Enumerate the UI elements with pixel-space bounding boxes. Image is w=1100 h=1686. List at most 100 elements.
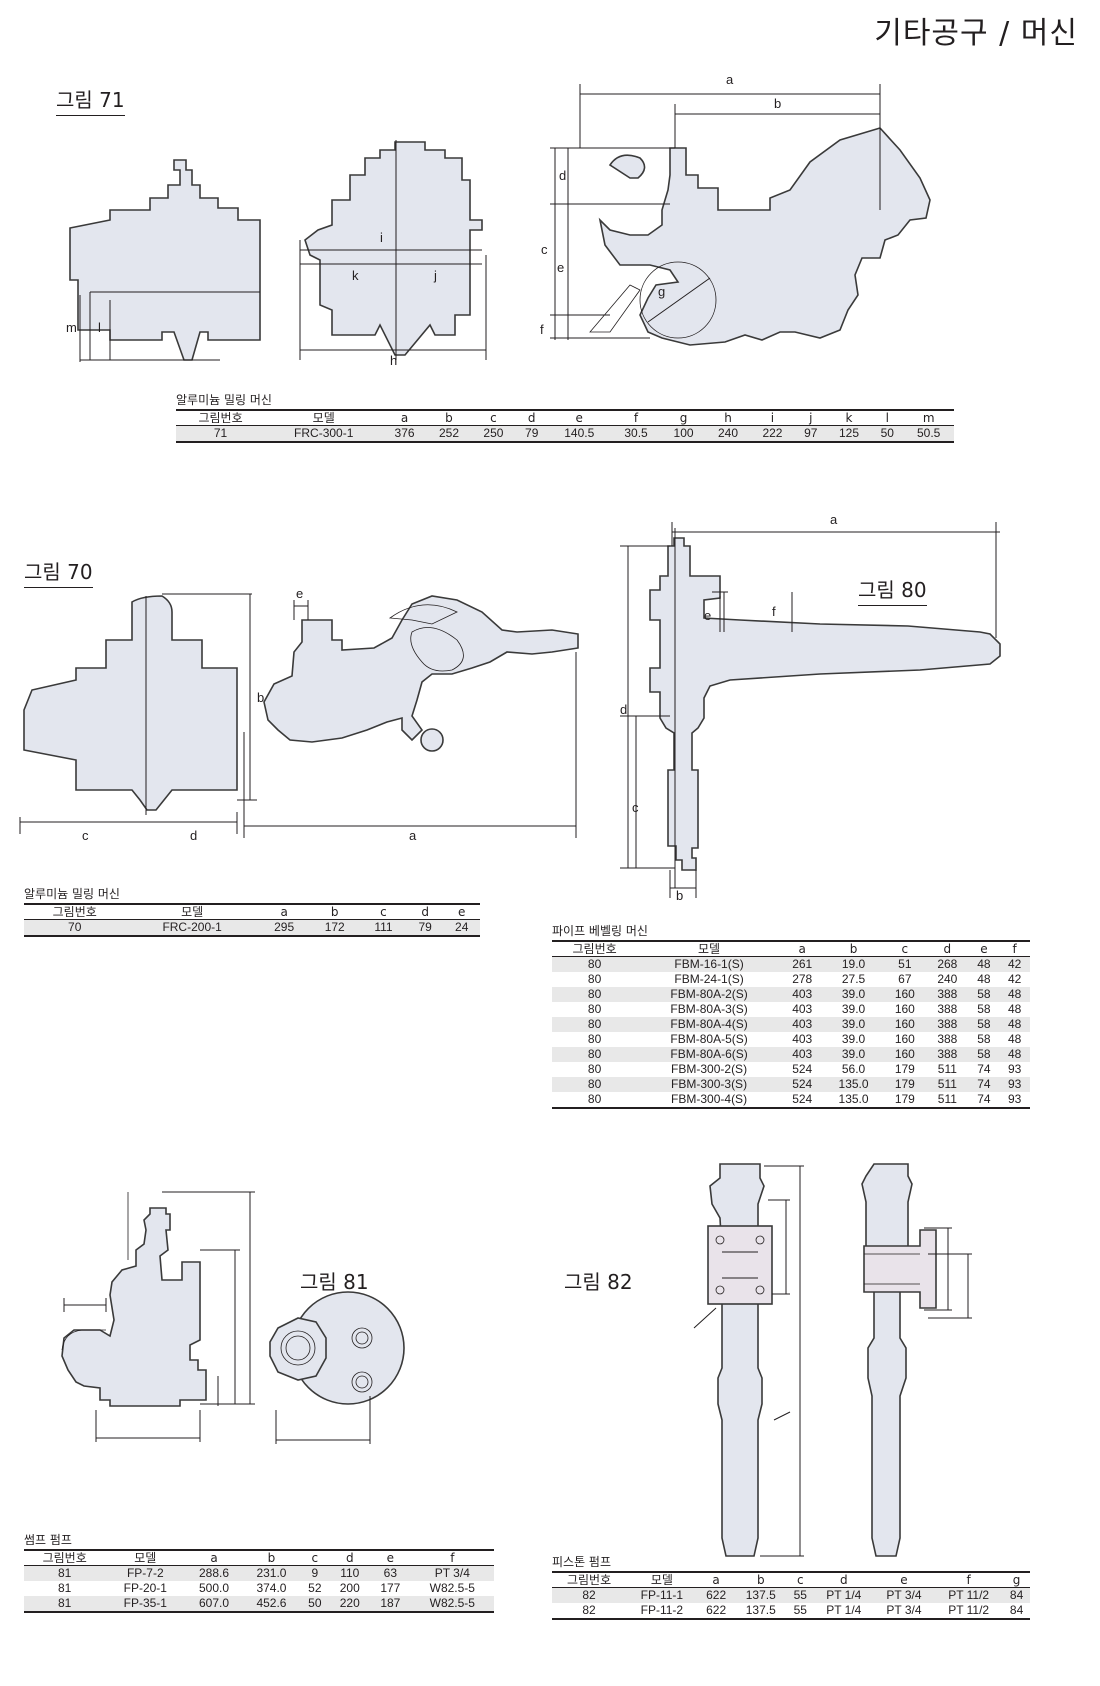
- cell: 80: [552, 1047, 638, 1062]
- cell: 80: [552, 987, 638, 1002]
- cell: PT 3/4: [410, 1565, 494, 1581]
- cell: FP-11-2: [626, 1603, 698, 1620]
- cell: 48: [1007, 1002, 1022, 1016]
- cell: 42: [1007, 972, 1022, 986]
- cell: 39.0: [823, 987, 884, 1002]
- cell: 74: [977, 1062, 991, 1076]
- cell: 374.0: [256, 1581, 287, 1595]
- spec-table-70: 알루미늄 밀링 머신 그림번호 모델 a b c d e 70 FRC-200-…: [24, 885, 480, 937]
- col-header: c: [471, 410, 516, 426]
- col-header: i: [750, 410, 795, 426]
- cell: 93: [999, 1092, 1030, 1109]
- cell: 48: [999, 1047, 1030, 1062]
- col-header: 모델: [637, 941, 781, 957]
- cell: 388: [926, 1047, 969, 1062]
- cell: FBM-300-4(S): [637, 1092, 781, 1109]
- cell: FP-20-1: [123, 1581, 167, 1595]
- col-header: a: [697, 1572, 735, 1588]
- fig71-plan-view: [598, 127, 931, 346]
- cell: 56.0: [841, 1062, 866, 1076]
- cell: 177: [380, 1581, 401, 1595]
- cell: FP-7-2: [105, 1565, 186, 1581]
- fig82-side-bracket: [863, 1229, 937, 1309]
- cell: 622: [697, 1603, 735, 1620]
- cell: 9: [300, 1565, 330, 1581]
- col-header: j: [794, 410, 827, 426]
- col-header: e: [443, 904, 480, 920]
- cell: 388: [926, 987, 969, 1002]
- cell: 50: [871, 425, 904, 443]
- cell: 52: [308, 1581, 322, 1595]
- dim-c: c: [632, 800, 639, 815]
- cell: PT 11/2: [934, 1603, 1004, 1620]
- dim-e: e: [704, 608, 711, 623]
- dim-d: d: [559, 168, 566, 183]
- col-header: l: [871, 410, 904, 426]
- cell: 511: [937, 1062, 957, 1076]
- dim-a: a: [726, 72, 734, 87]
- col-header: e: [873, 1572, 935, 1588]
- cell: 403: [780, 1047, 824, 1062]
- cell: 160: [894, 1002, 915, 1016]
- cell: FRC-300-1: [265, 425, 383, 443]
- cell: 200: [339, 1581, 360, 1595]
- dim-e: e: [557, 260, 564, 275]
- col-header: e: [968, 941, 1000, 957]
- cell: 50: [300, 1596, 330, 1613]
- col-header: d: [926, 941, 969, 957]
- cell: 71: [176, 425, 266, 443]
- col-header: e: [370, 1550, 411, 1566]
- cell: W82.5-5: [429, 1581, 475, 1595]
- col-header: 모델: [265, 410, 383, 426]
- col-header: a: [185, 1550, 243, 1566]
- figure-82-drawing: [693, 1163, 972, 1557]
- col-header: 모델: [125, 904, 259, 920]
- cell: 179: [883, 1077, 927, 1092]
- col-header: c: [786, 1572, 814, 1588]
- cell: 160: [894, 1032, 915, 1046]
- cell: 250: [471, 425, 516, 443]
- spec-table-70-caption: 알루미늄 밀링 머신: [24, 887, 120, 901]
- cell: PT 3/4: [873, 1587, 935, 1603]
- cell: 82: [552, 1587, 627, 1603]
- col-header: b: [242, 1550, 301, 1566]
- cell: FBM-24-1(S): [674, 972, 744, 986]
- table-row: 70 FRC-200-1 295 172 111 79 24: [24, 919, 480, 937]
- col-header: 모델: [105, 1550, 186, 1566]
- fig71-side-view: [69, 159, 261, 361]
- col-header: 모델: [626, 1572, 698, 1588]
- cell: 80: [552, 1017, 638, 1032]
- cell: 607.0: [185, 1596, 243, 1613]
- dim-b: b: [774, 96, 781, 111]
- spec-table-80-caption: 파이프 베벨링 머신: [552, 924, 648, 938]
- dim-f: f: [772, 604, 776, 619]
- cell: 39.0: [823, 1047, 884, 1062]
- cell: 622: [697, 1587, 735, 1603]
- cell: FP-11-1: [626, 1587, 698, 1603]
- cell: 81: [24, 1565, 106, 1581]
- cell: 80: [587, 1002, 602, 1016]
- figure-81-drawing: [61, 1191, 405, 1444]
- dim-f: f: [540, 322, 544, 337]
- col-header: f: [610, 410, 662, 426]
- cell: FRC-200-1: [125, 919, 259, 937]
- cell: 160: [883, 1017, 927, 1032]
- dim-c: c: [541, 242, 548, 257]
- cell: 30.5: [610, 425, 662, 443]
- cell: 220: [329, 1596, 371, 1613]
- col-header: d: [406, 904, 444, 920]
- cell: 524: [780, 1092, 824, 1109]
- cell: 80: [587, 972, 602, 986]
- page-header: 기타공구 / 머신: [874, 16, 1078, 51]
- cell: 160: [883, 1047, 927, 1062]
- cell: 278: [792, 972, 813, 986]
- cell: 140.5: [547, 425, 611, 443]
